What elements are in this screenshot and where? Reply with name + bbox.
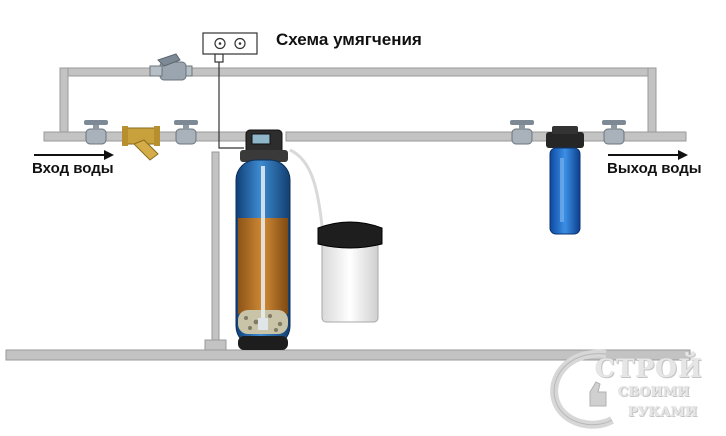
gravel-stones bbox=[244, 314, 283, 332]
inlet-arrow-icon bbox=[34, 150, 114, 160]
drain-pipe-stub bbox=[204, 339, 227, 351]
brine-tank bbox=[317, 221, 383, 323]
bypass-pipe-left-riser bbox=[59, 67, 69, 139]
ball-valve-icon bbox=[174, 120, 198, 145]
control-head-icon bbox=[240, 129, 288, 163]
drain-pipe-floor bbox=[5, 349, 691, 361]
brine-line bbox=[289, 148, 324, 227]
softener-tank bbox=[235, 159, 291, 350]
cartridge-filter bbox=[546, 126, 584, 235]
ball-valve-icon bbox=[84, 120, 108, 145]
bypass-valve-icon bbox=[149, 53, 193, 81]
ball-valve-icon bbox=[510, 120, 534, 145]
bypass-pipe-right-riser bbox=[647, 67, 657, 139]
tank-base bbox=[238, 336, 288, 350]
main-pipe-middle bbox=[285, 131, 687, 142]
watermark-line-3: РУКАМИ bbox=[628, 405, 698, 420]
inlet-label: Вход воды bbox=[32, 160, 114, 177]
riser-tube bbox=[261, 166, 265, 322]
watermark-line-2: СВОИМИ bbox=[618, 385, 690, 400]
strainer-icon bbox=[122, 126, 160, 161]
watermark-line-1: СТРОЙ bbox=[595, 354, 703, 383]
diagram-title: Схема умягчения bbox=[276, 30, 422, 49]
ball-valve-icon bbox=[602, 120, 626, 145]
watermark-logo-icon bbox=[550, 349, 614, 429]
drain-pipe-vertical bbox=[211, 151, 220, 349]
outlet-arrow-icon bbox=[608, 150, 688, 160]
bypass-pipe-top bbox=[59, 67, 657, 77]
outlet-label: Выход воды bbox=[607, 160, 702, 177]
timer-box-icon bbox=[202, 32, 258, 55]
